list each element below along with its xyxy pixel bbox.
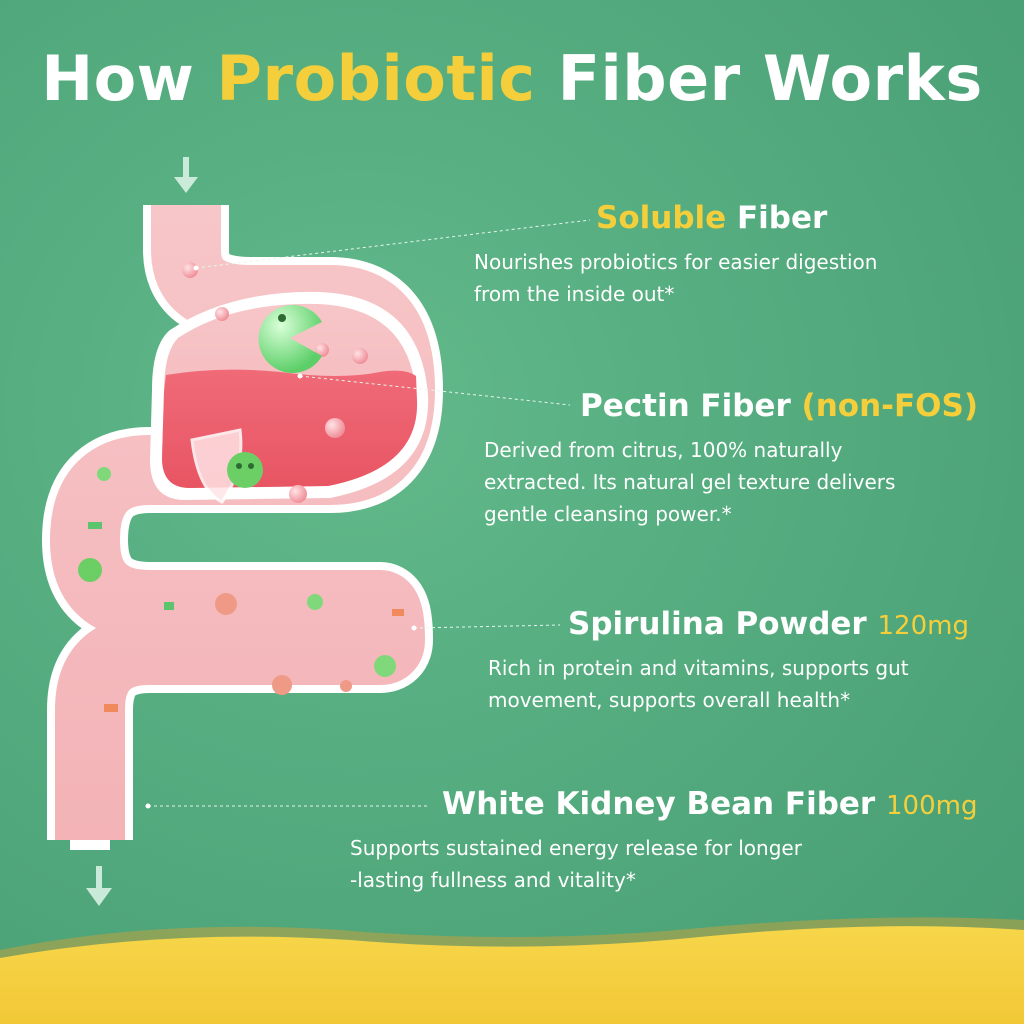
feature-heading-name: Fiber (736, 200, 828, 236)
feature-description: Nourishes probiotics for easier digestio… (474, 246, 877, 310)
feature-description: Supports sustained energy release for lo… (350, 832, 977, 896)
feature-heading-name: Spirulina Powder (568, 606, 867, 642)
feature-desc-line: Rich in protein and vitamins, supports g… (488, 656, 909, 680)
feature-desc-line: Supports sustained energy release for lo… (350, 836, 802, 860)
microbes (78, 467, 404, 712)
feature-heading-name: White Kidney Bean Fiber (442, 786, 876, 822)
feature-desc-line: Derived from citrus, 100% naturally (484, 438, 843, 462)
page-title: How Probiotic Fiber Works (0, 42, 1024, 115)
feature-description: Rich in protein and vitamins, supports g… (488, 652, 969, 716)
feature-desc-line: extracted. Its natural gel texture deliv… (484, 470, 896, 494)
connector-lines (148, 219, 591, 807)
feature-white-kidney-bean-fiber: White Kidney Bean Fiber 100mg Supports s… (350, 786, 977, 896)
feature-heading: Pectin Fiber (non-FOS) (580, 388, 978, 424)
gut-tube (42, 205, 443, 850)
feature-heading-highlight: (non-FOS) (801, 388, 979, 424)
title-after: Fiber Works (557, 42, 983, 115)
feature-heading-dose: 100mg (886, 791, 978, 821)
down-arrow-icon (174, 157, 198, 193)
title-highlight: Probiotic (216, 42, 536, 115)
shield-icon (190, 428, 243, 504)
feature-pectin-fiber: Pectin Fiber (non-FOS) Derived from citr… (484, 388, 978, 530)
feature-heading-dose: 120mg (877, 611, 969, 641)
feature-heading: Spirulina Powder 120mg (568, 606, 969, 642)
bacteria-icon (227, 452, 263, 488)
bubbles (182, 262, 368, 503)
feature-desc-line: movement, supports overall health* (488, 688, 851, 712)
feature-heading-highlight: Soluble (596, 200, 727, 236)
feature-desc-line: from the inside out* (474, 282, 675, 306)
feature-heading: White Kidney Bean Fiber 100mg (442, 786, 977, 822)
down-arrow-icon (86, 866, 112, 906)
feature-heading-name: Pectin Fiber (580, 388, 791, 424)
title-before: How (41, 42, 195, 115)
feature-description: Derived from citrus, 100% naturally extr… (484, 434, 978, 530)
feature-desc-line: gentle cleansing power.* (484, 502, 732, 526)
feature-desc-line: Nourishes probiotics for easier digestio… (474, 250, 878, 274)
feature-spirulina-powder: Spirulina Powder 120mg Rich in protein a… (488, 606, 969, 716)
feature-soluble-fiber: Soluble Fiber Nourishes probiotics for e… (474, 200, 877, 310)
feature-heading: Soluble Fiber (596, 200, 877, 236)
feature-desc-line: -lasting fullness and vitality* (350, 868, 636, 892)
pacman-probiotic-icon (258, 305, 322, 374)
